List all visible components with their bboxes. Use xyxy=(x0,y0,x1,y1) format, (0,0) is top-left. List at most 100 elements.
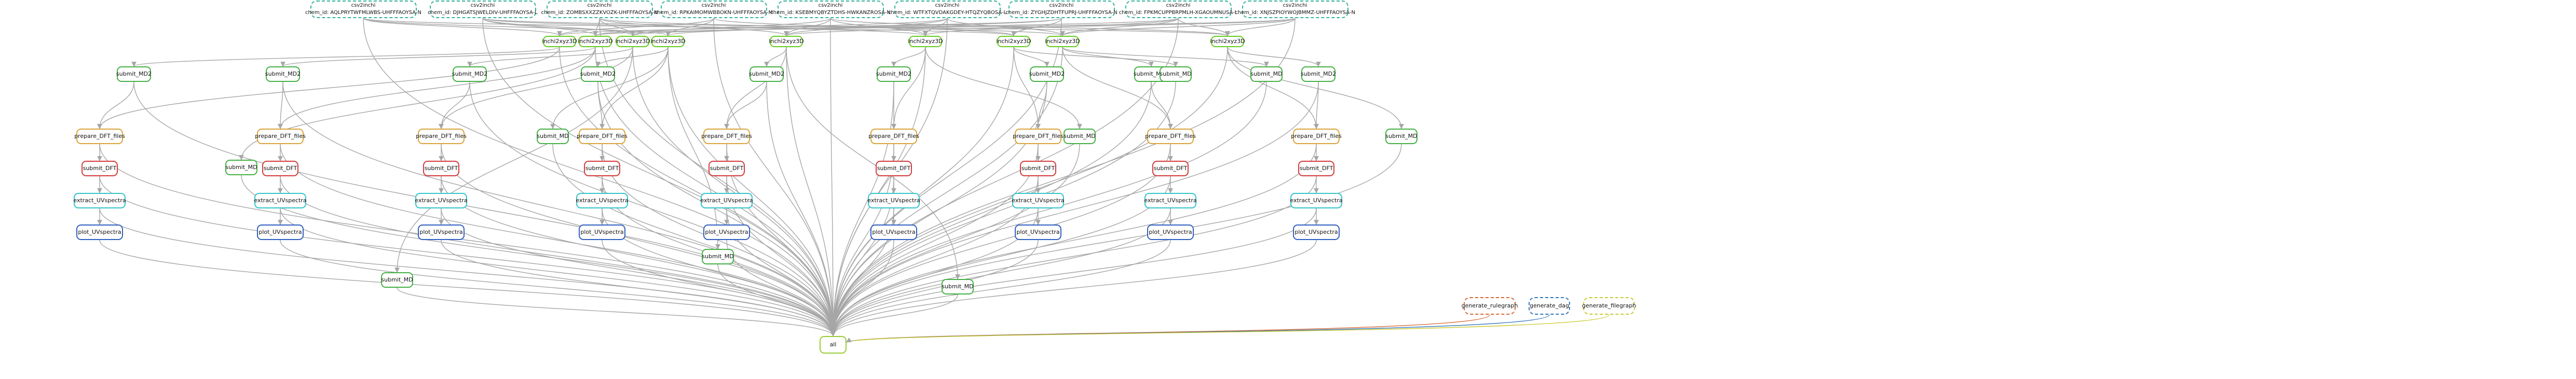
node-prepare-DFT-files: prepare_DFT_files xyxy=(74,129,125,144)
node-prepare-DFT-files: prepare_DFT_files xyxy=(577,129,628,144)
node-label: generate_filegraph xyxy=(1582,302,1637,309)
node-label: plot_UVspectra xyxy=(1149,229,1192,235)
dag-edge xyxy=(925,47,1082,129)
dag-edge xyxy=(131,47,560,67)
dag-edge xyxy=(830,144,1402,336)
node-plot-UVspectra: plot_UVspectra xyxy=(76,224,123,240)
dag-edge xyxy=(99,144,836,336)
node-submit-MD: submit_MD xyxy=(702,249,734,264)
dag-edge xyxy=(1225,18,1296,36)
node-submit-MD: submit_MD xyxy=(1064,129,1096,144)
node-label: plot_UVspectra xyxy=(258,229,302,235)
dag-edge xyxy=(363,18,671,36)
node-label: prepare_DFT_files xyxy=(1013,133,1064,139)
node-label: submit_DFT xyxy=(263,165,297,172)
dag-edge xyxy=(363,18,562,36)
dag-edge xyxy=(1060,18,1296,36)
dag-edge xyxy=(665,18,1062,36)
dag-edge xyxy=(764,47,787,67)
node-title: csv2inchi xyxy=(470,3,495,8)
node-title: csv2inchi xyxy=(351,3,376,8)
node-label: chem_id: RPKAIMOMWBBOKN-UHFFFAOYSA-M xyxy=(654,10,773,16)
node-extract-UVspectra: extract_UVspectra xyxy=(1012,193,1065,208)
node-label: prepare_DFT_files xyxy=(416,133,467,139)
node-prepare-DFT-files: prepare_DFT_files xyxy=(416,129,467,144)
node-label: submit_MD2 xyxy=(1300,71,1337,77)
dag-edge xyxy=(630,18,831,36)
dag-edge xyxy=(363,18,836,336)
node-label: chem_id: ZYGHJZDHTFUPRJ-UHFFFAOYSA-N xyxy=(1005,10,1117,16)
node-label: submit_DFT xyxy=(83,165,117,172)
dag-edge xyxy=(830,81,1267,336)
dag-edge xyxy=(786,47,960,279)
dag-edge xyxy=(482,18,598,36)
dag-edge xyxy=(830,144,1039,336)
node-generate-rulegraph: generate_rulegraph xyxy=(1461,297,1518,315)
node-inchi2xyz: inchi2xyz3D xyxy=(769,36,804,47)
node-submit-DFT: submit_DFT xyxy=(876,161,912,176)
node-plot-UVspectra: plot_UVspectra xyxy=(1147,224,1194,240)
node-extract-UVspectra: extract_UVspectra xyxy=(576,193,629,208)
node-label: inchi2xyz3D xyxy=(578,38,613,45)
node-extract-UVspectra: extract_UVspectra xyxy=(1144,193,1197,208)
dag-edge xyxy=(599,47,669,129)
dag-edge xyxy=(947,18,1065,36)
dag-edge xyxy=(846,314,1490,343)
node-label: submit_DFT xyxy=(585,165,619,172)
node-submit-DFT: submit_DFT xyxy=(1298,161,1334,176)
node-label: prepare_DFT_files xyxy=(577,133,628,139)
node-label: submit_MD2 xyxy=(748,71,785,77)
node-label: plot_UVspectra xyxy=(580,229,624,235)
dag-edge xyxy=(1013,47,1050,67)
node-submit-MD2: submit_MD2 xyxy=(452,66,487,82)
node-inchi2xyz: inchi2xyz3D xyxy=(542,36,577,47)
node-label: chem_id: ZOMBSXXZZKVOZK-UHFFFAOYSA-N xyxy=(541,10,658,16)
node-label: prepare_DFT_files xyxy=(1145,133,1196,139)
node-submit-MD2: submit_MD2 xyxy=(749,66,784,82)
dag-edge xyxy=(280,240,836,336)
node-submit-DFT: submit_DFT xyxy=(1152,161,1189,176)
node-label: generate_rulegraph xyxy=(1461,302,1518,309)
dag-edge xyxy=(1062,47,1269,67)
dag-edge xyxy=(1013,47,1041,129)
node-submit-MD2: submit_MD2 xyxy=(876,66,911,82)
node-label: extract_UVspectra xyxy=(1012,197,1065,204)
dag-edge xyxy=(713,18,836,336)
dag-edge xyxy=(550,47,669,129)
node-title: csv2inchi xyxy=(1283,3,1307,8)
node-label: prepare_DFT_files xyxy=(701,133,752,139)
node-label: chem_id: XNJSZPIOYWOJBMMZ-UHFFFAOYSA-N xyxy=(1235,10,1355,16)
node-label: submit_MD xyxy=(702,253,734,260)
node-label: submit_MD xyxy=(381,276,413,283)
node-label: extract_UVspectra xyxy=(1144,197,1197,204)
dag-edge xyxy=(717,264,836,336)
node-extract-UVspectra: extract_UVspectra xyxy=(73,193,126,208)
dag-edge xyxy=(394,47,633,273)
dag-edge xyxy=(593,18,1296,36)
node-label: prepare_DFT_files xyxy=(868,133,919,139)
dag-edge xyxy=(766,81,836,336)
dag-edge xyxy=(397,287,836,336)
dag-edge xyxy=(830,18,1296,336)
node-label: inchi2xyz3D xyxy=(650,38,686,45)
dag-edge xyxy=(599,18,789,36)
node-label: chem_id: KSEBMYQBYZTDHS-HWKANZROSA-N xyxy=(770,10,891,16)
node-plot-UVspectra: plot_UVspectra xyxy=(257,224,304,240)
node-inchi2xyz: inchi2xyz3D xyxy=(578,36,613,47)
dag-edge xyxy=(830,81,1319,336)
dag-edge xyxy=(891,47,926,67)
dag-edge xyxy=(830,176,1317,336)
dag-edge xyxy=(632,47,836,336)
node-label: all xyxy=(829,341,837,348)
node-label: plot_UVspectra xyxy=(872,229,916,235)
node-extract-UVspectra: extract_UVspectra xyxy=(1290,193,1343,208)
dag-edge xyxy=(1062,47,1173,129)
dag-edge xyxy=(830,18,1179,336)
node-plot-UVspectra: plot_UVspectra xyxy=(418,224,465,240)
